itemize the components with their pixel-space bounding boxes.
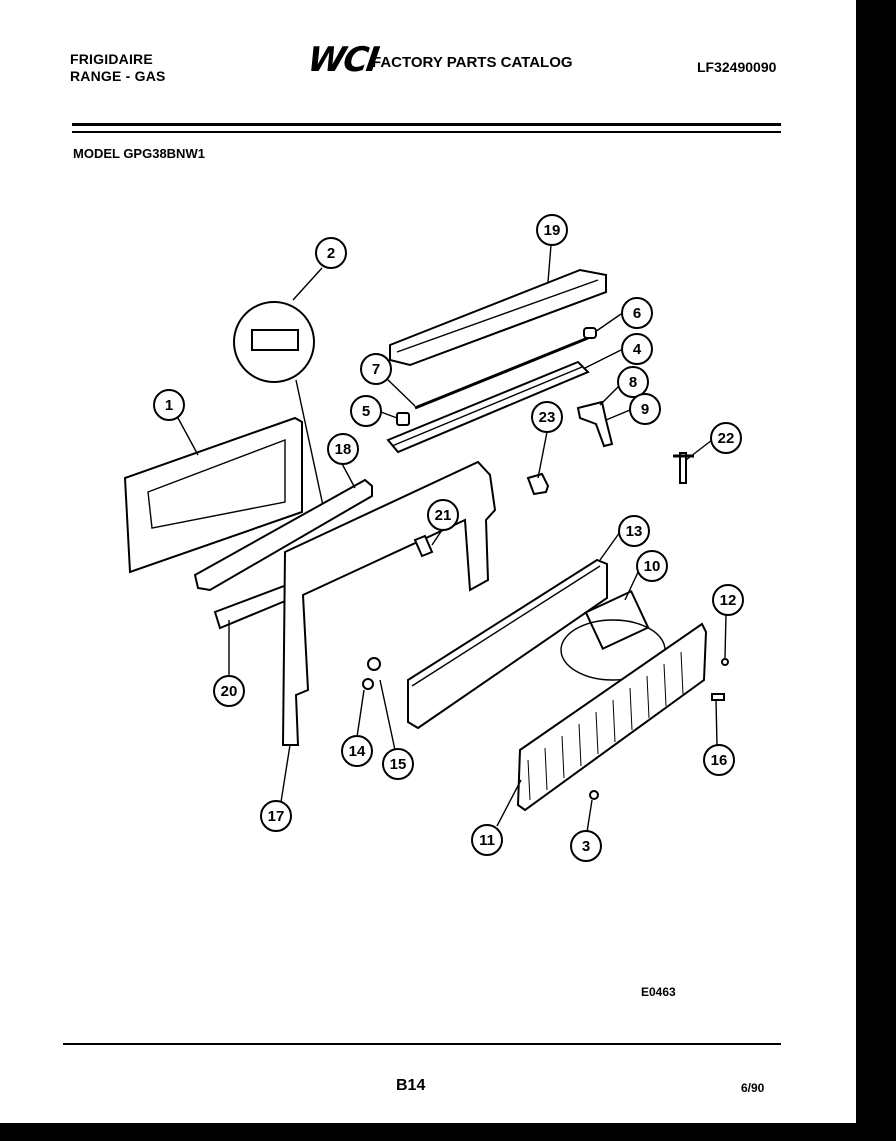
catalog-number: LF32490090 [697,59,777,75]
svg-text:23: 23 [539,409,556,426]
part-21-clip [413,534,434,558]
header-brand-block: FRIGIDAIRE RANGE - GAS [70,51,166,85]
part-16-screw [711,693,725,701]
callout-5: 5 [350,395,382,427]
callout-6: 6 [621,297,653,329]
svg-text:4: 4 [633,341,642,358]
callout-4: 4 [621,333,653,365]
part-17-side-frame [281,460,497,746]
part-23-knob [526,472,550,496]
svg-text:6: 6 [633,305,641,322]
callout-20: 20 [213,675,245,707]
part-1-panel [123,416,303,574]
footer-rule [63,1043,781,1045]
callout-10: 10 [636,550,668,582]
callout-8: 8 [617,366,649,398]
part-2-detail-circle [233,301,326,516]
part-22-screw [673,452,694,484]
scan-border-bottom [0,1123,896,1141]
svg-text:5: 5 [362,403,370,420]
svg-text:17: 17 [268,808,285,825]
callout-13: 13 [618,515,650,547]
leader-lines [177,244,727,833]
callout-3: 3 [570,830,602,862]
product-type: RANGE - GAS [70,68,166,84]
part-19-top-trim [389,268,607,367]
header-rule-top [72,123,781,126]
svg-text:3: 3 [582,838,590,855]
page-date: 6/90 [741,1081,765,1095]
page-number: B14 [396,1077,426,1094]
part-13-control-panel [407,558,608,730]
svg-text:9: 9 [641,401,649,418]
svg-text:12: 12 [720,592,737,609]
callout-7: 7 [360,353,392,385]
part-18-trim [193,478,373,592]
callout-19: 19 [536,214,568,246]
part-3-washer [589,790,599,800]
svg-text:21: 21 [435,507,452,524]
svg-text:13: 13 [626,523,643,540]
part-8-9-bracket [576,400,614,448]
header-rule-bottom [72,131,781,133]
callout-21: 21 [427,499,459,531]
svg-text:20: 20 [221,683,238,700]
part-5-bracket [396,412,410,426]
svg-text:11: 11 [479,832,495,849]
callout-12: 12 [712,584,744,616]
svg-text:7: 7 [372,361,380,378]
callout-1: 1 [153,389,185,421]
brand-name: FRIGIDAIRE [70,51,153,67]
svg-text:2: 2 [327,245,335,262]
svg-text:10: 10 [644,558,661,575]
callout-14: 14 [341,735,373,767]
svg-text:18: 18 [335,441,352,458]
scan-border-right [856,0,896,1141]
diagram-code: E0463 [641,985,676,999]
svg-text:14: 14 [349,743,366,760]
catalog-title: FACTORY PARTS CATALOG [372,54,573,71]
callout-2: 2 [315,237,347,269]
part-14-15-fasteners [362,657,381,690]
part-7-rod [414,336,589,410]
callout-18: 18 [327,433,359,465]
svg-text:1: 1 [165,397,173,414]
svg-text:16: 16 [711,752,728,769]
svg-text:19: 19 [544,222,561,239]
part-6-clip [583,327,597,339]
svg-text:15: 15 [390,756,407,773]
callout-23: 23 [531,401,563,433]
callout-22: 22 [710,422,742,454]
svg-text:22: 22 [718,430,735,447]
part-4-rail [386,360,590,454]
callout-16: 16 [703,744,735,776]
part-12-nut [721,658,729,666]
model-number: MODEL GPG38BNW1 [73,146,205,161]
part-10-switch [560,589,666,681]
callout-9: 9 [629,393,661,425]
svg-text:8: 8 [629,374,637,391]
part-callouts: 1 2 3 4 5 6 7 8 9 10 11 12 13 14 15 16 1… [153,214,744,862]
part-11-grille [516,622,708,812]
callout-11: 11 [471,824,503,856]
callout-15: 15 [382,748,414,780]
callout-17: 17 [260,800,292,832]
